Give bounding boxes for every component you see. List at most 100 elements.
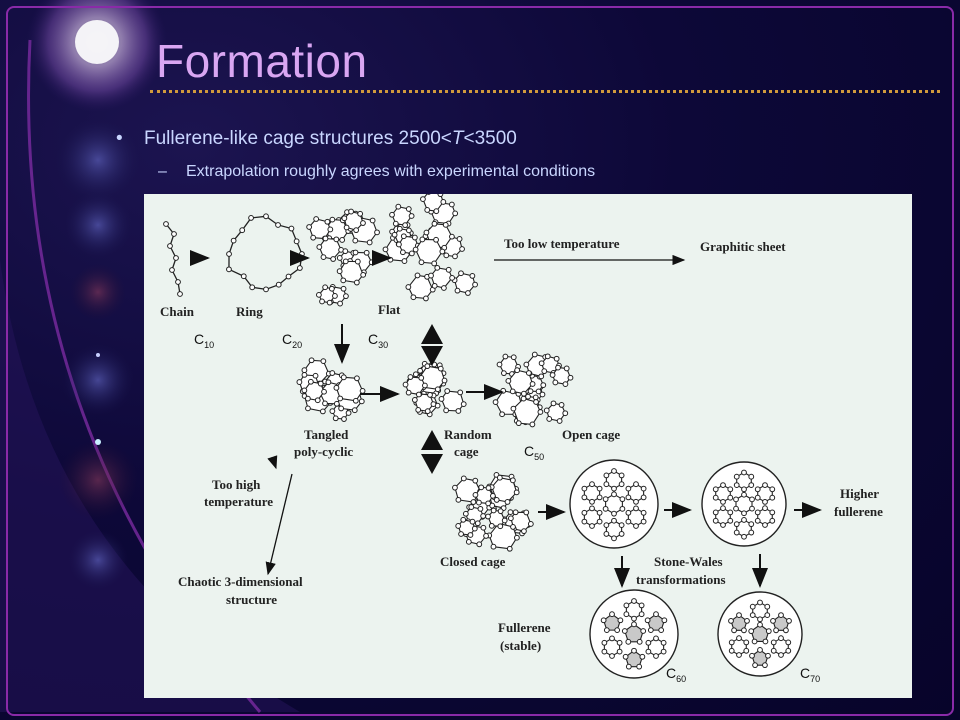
atom	[625, 509, 632, 516]
atom	[490, 507, 497, 514]
atom	[581, 485, 588, 492]
atom	[454, 287, 461, 294]
triangle-up-flat	[421, 324, 443, 344]
atom	[733, 521, 740, 528]
atom	[529, 381, 536, 387]
atom	[636, 663, 643, 670]
atom	[520, 395, 527, 402]
bullet-sub-text: Extrapolation roughly agrees with experi…	[186, 163, 596, 180]
atom	[500, 370, 507, 377]
atom	[749, 612, 756, 619]
atom	[327, 226, 334, 233]
atom	[449, 274, 456, 281]
atom	[263, 286, 269, 293]
atom	[601, 648, 608, 655]
atom	[312, 372, 319, 379]
atom	[366, 239, 373, 246]
atom	[358, 398, 365, 405]
atom	[401, 258, 408, 264]
atom	[440, 199, 447, 205]
atom	[618, 481, 625, 488]
atom	[616, 639, 623, 646]
atom	[437, 194, 444, 198]
label-chaotic-1: Chaotic 3-dimensional	[178, 574, 303, 589]
atom	[640, 494, 647, 501]
label-fullerene-2: (stable)	[500, 638, 541, 653]
atom	[427, 392, 433, 398]
atom	[558, 402, 565, 408]
atom	[363, 249, 370, 256]
atom	[341, 215, 348, 222]
atom	[471, 525, 478, 532]
label-stone-wales-2: transformations	[636, 572, 726, 587]
atom	[460, 516, 467, 523]
atom	[422, 382, 428, 389]
hexagon-cell	[414, 238, 443, 265]
atom	[589, 481, 595, 488]
atom	[609, 611, 615, 618]
atom	[507, 509, 514, 516]
atom	[733, 482, 740, 489]
atom	[465, 538, 472, 545]
atom	[418, 375, 425, 381]
atom	[733, 505, 739, 512]
label-c50: C50	[524, 443, 544, 462]
atom	[562, 381, 569, 388]
label-chain: Chain	[160, 304, 195, 319]
atom	[476, 499, 482, 506]
atom	[226, 251, 232, 257]
atom	[631, 621, 637, 628]
atom	[619, 496, 626, 503]
atom	[602, 505, 609, 512]
atom	[313, 216, 320, 222]
label-tangled-1: Tangled	[304, 427, 349, 442]
atom	[728, 647, 735, 654]
atom	[342, 248, 349, 255]
atom	[603, 531, 610, 537]
diagram-canvas: Chain Ring Flat C10 C20 C30 Too low temp…	[160, 194, 883, 684]
atom	[783, 627, 789, 634]
atom	[749, 505, 755, 512]
atom	[633, 498, 639, 505]
atom	[167, 243, 173, 249]
atom	[275, 222, 281, 228]
atom	[645, 648, 652, 655]
atom	[465, 290, 471, 296]
atom	[661, 617, 668, 624]
c30-flat-sheet	[382, 194, 478, 302]
atom	[757, 621, 763, 628]
chain-structure	[163, 221, 183, 297]
atom	[550, 400, 557, 407]
atom	[343, 224, 350, 231]
atom	[527, 521, 534, 527]
atom	[611, 510, 617, 517]
label-chaotic-2: structure	[226, 592, 277, 607]
title-divider	[150, 90, 940, 93]
atom	[504, 499, 511, 505]
atom	[778, 652, 784, 658]
atom	[468, 504, 475, 510]
atom	[301, 371, 308, 378]
atom	[515, 420, 522, 427]
hexagon-face	[605, 493, 623, 515]
atom	[354, 258, 361, 265]
atom	[400, 233, 407, 240]
atom	[431, 260, 438, 267]
atom	[631, 615, 637, 622]
atom	[418, 259, 425, 266]
atom	[359, 388, 366, 394]
atom	[653, 653, 659, 659]
atom	[337, 395, 344, 402]
atom	[406, 227, 412, 234]
atom	[744, 618, 750, 624]
atom	[525, 370, 532, 376]
atom	[443, 407, 450, 414]
atom	[785, 647, 792, 654]
c70-fullerene	[717, 591, 803, 677]
atom	[509, 388, 516, 395]
atom	[414, 272, 421, 279]
atom	[411, 397, 418, 403]
atom	[527, 388, 534, 395]
atom	[647, 627, 654, 634]
atom	[625, 663, 632, 670]
